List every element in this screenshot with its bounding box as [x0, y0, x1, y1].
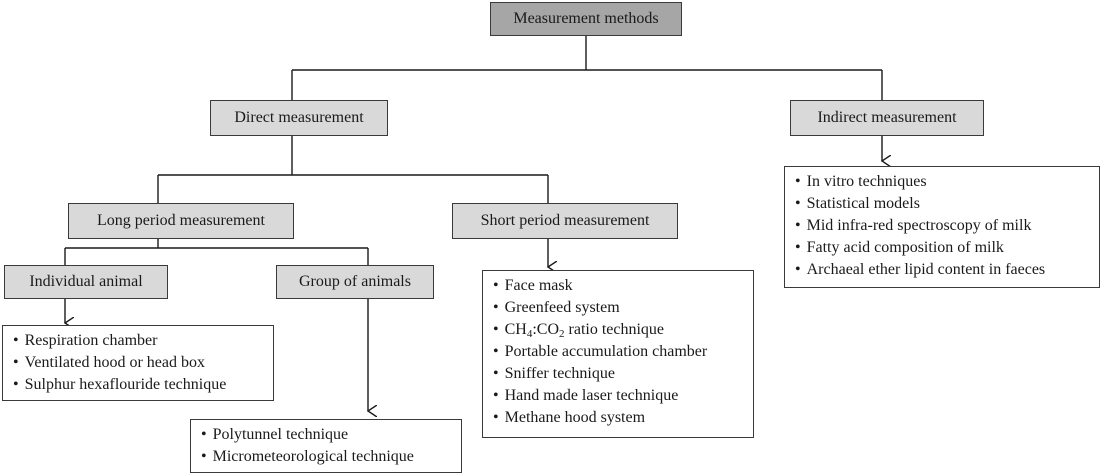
short-period-label: Short period measurement	[480, 212, 650, 229]
ch-text: CH	[504, 321, 527, 338]
list-item: Hand made laser technique	[493, 385, 753, 407]
indirect-methods-list-box: In vitro techniques Statistical models M…	[784, 166, 1100, 288]
list-item: Fatty acid composition of milk	[795, 237, 1099, 259]
list-item: Micrometeorological technique	[201, 446, 461, 468]
direct-measurement-label: Direct measurement	[234, 109, 364, 126]
group-methods-list-box: Polytunnel technique Micrometeorological…	[190, 419, 462, 473]
short-period-box: Short period measurement	[452, 203, 678, 239]
list-item: Polytunnel technique	[201, 424, 461, 446]
indirect-measurement-box: Indirect measurement	[790, 100, 984, 136]
short-period-methods-list-box: Face mask Greenfeed system CH4:CO2 ratio…	[482, 270, 754, 438]
individual-methods-list-box: Respiration chamber Ventilated hood or h…	[2, 325, 274, 401]
individual-animal-box: Individual animal	[4, 265, 168, 299]
long-period-label: Long period measurement	[97, 212, 265, 229]
indirect-methods-list: In vitro techniques Statistical models M…	[795, 171, 1099, 281]
ratio-rest-text: ratio technique	[564, 321, 665, 338]
list-item: Mid infra-red spectroscopy of milk	[795, 215, 1099, 237]
group-methods-list: Polytunnel technique Micrometeorological…	[201, 424, 461, 468]
list-item: In vitro techniques	[795, 171, 1099, 193]
list-item: Statistical models	[795, 193, 1099, 215]
root-node-box: Measurement methods	[490, 2, 682, 36]
direct-measurement-box: Direct measurement	[210, 100, 388, 136]
list-item: Archaeal ether lipid content in faeces	[795, 259, 1099, 281]
list-item: CH4:CO2 ratio technique	[493, 319, 753, 341]
list-item: Methane hood system	[493, 407, 753, 429]
group-of-animals-box: Group of animals	[276, 265, 434, 299]
co-text: :CO	[532, 321, 560, 338]
list-item: Greenfeed system	[493, 297, 753, 319]
root-node-label: Measurement methods	[513, 10, 659, 27]
short-period-methods-list: Face mask Greenfeed system CH4:CO2 ratio…	[493, 275, 753, 429]
long-period-box: Long period measurement	[68, 203, 294, 239]
list-item: Sniffer technique	[493, 363, 753, 385]
list-item: Face mask	[493, 275, 753, 297]
indirect-measurement-label: Indirect measurement	[817, 109, 957, 126]
list-item: Portable accumulation chamber	[493, 341, 753, 363]
list-item: Respiration chamber	[13, 330, 273, 352]
co-subscript: 2	[559, 328, 565, 340]
individual-animal-label: Individual animal	[29, 273, 143, 290]
list-item: Ventilated hood or head box	[13, 352, 273, 374]
individual-methods-list: Respiration chamber Ventilated hood or h…	[13, 330, 273, 396]
ch-subscript: 4	[526, 328, 533, 340]
list-item: Sulphur hexaflouride technique	[13, 374, 273, 396]
group-of-animals-label: Group of animals	[299, 273, 411, 290]
